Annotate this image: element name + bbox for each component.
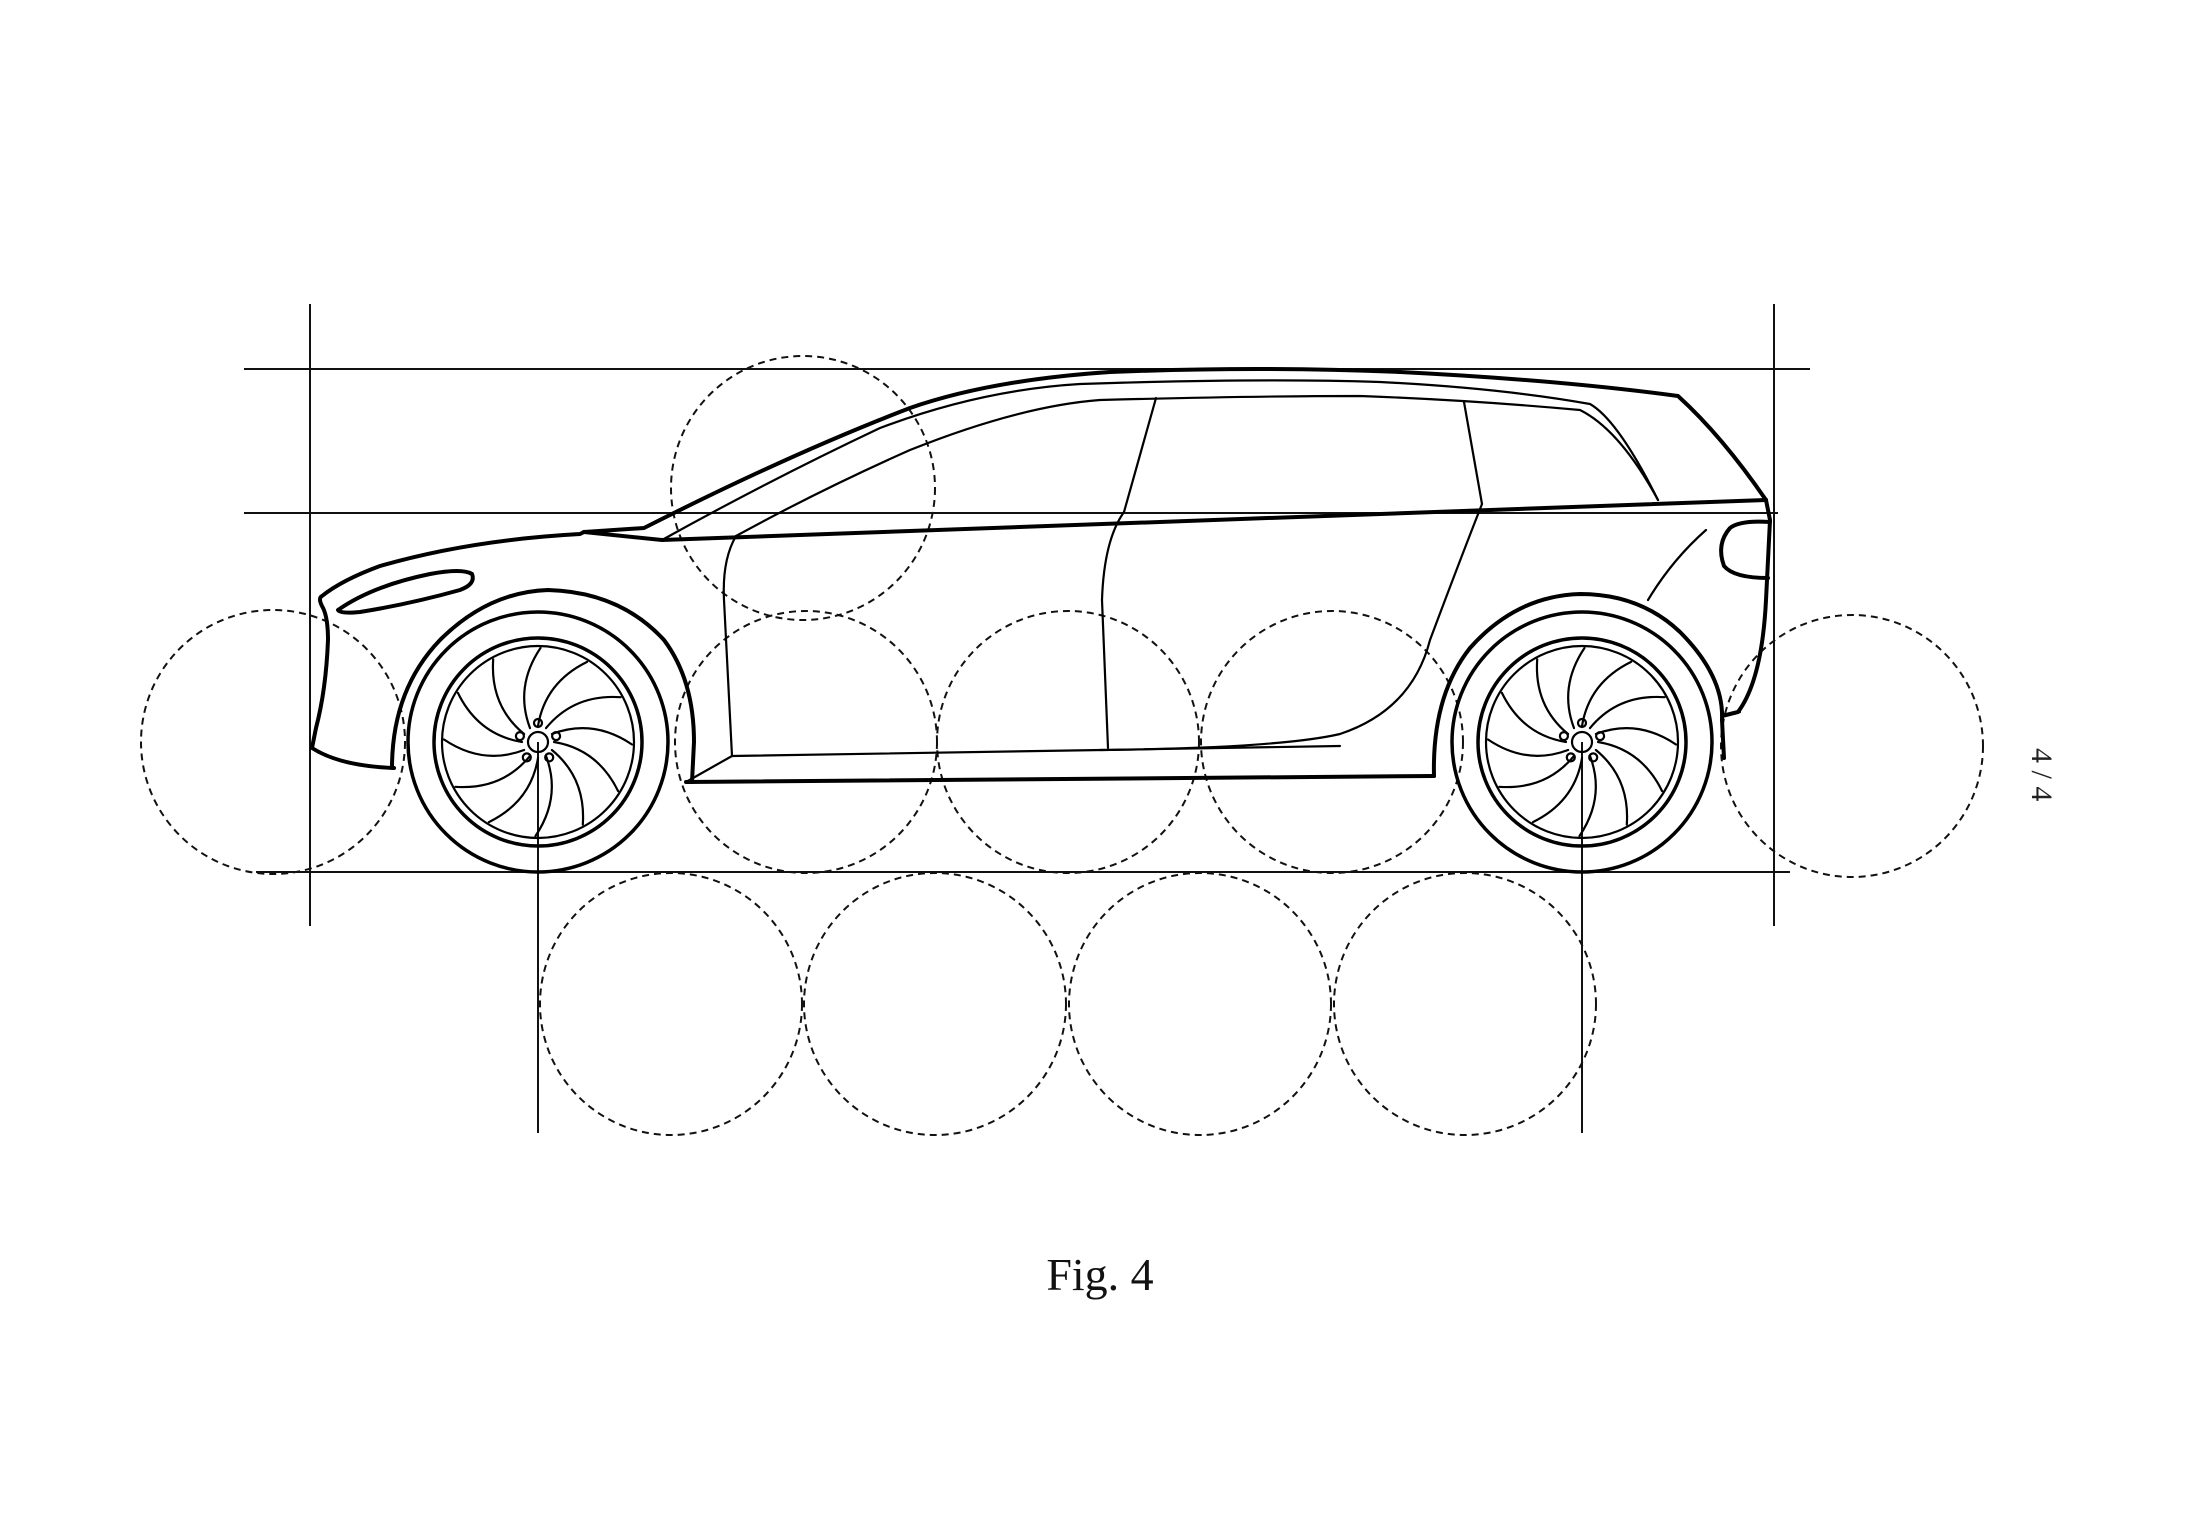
wheel-spoke	[1486, 738, 1570, 757]
wheel-spoke	[442, 738, 526, 757]
wheel-spoke	[1500, 691, 1568, 744]
rear-rim-inner	[1484, 644, 1680, 840]
tail-light	[1719, 519, 1772, 580]
rear-spokes	[1486, 646, 1678, 838]
proportion-circle	[1333, 872, 1597, 1136]
wheel-spoke	[523, 646, 542, 730]
page-number: 4 / 4	[2025, 748, 2058, 802]
proportion-circles	[140, 355, 1984, 1136]
rear-hatch-line	[1646, 528, 1708, 602]
front-wheel-arch	[390, 588, 696, 784]
wheel-spoke	[1596, 740, 1664, 793]
proportion-circle	[539, 872, 803, 1136]
rear-rim-outer	[1476, 636, 1688, 848]
wheel-spoke	[454, 754, 532, 789]
lug-nut	[1594, 730, 1606, 742]
headlight	[336, 569, 475, 615]
proportion-circle	[140, 609, 406, 875]
wheel-spoke	[1588, 695, 1666, 730]
window-frame-inner	[734, 394, 1660, 538]
proportion-circle	[1200, 610, 1464, 874]
wheel-spoke	[1580, 660, 1633, 728]
vehicle-side-view	[310, 367, 1772, 784]
wheel-spoke	[550, 748, 585, 826]
wheel-spoke	[550, 727, 634, 746]
wheel-spoke	[1594, 727, 1678, 746]
wheel-spoke	[1535, 658, 1570, 736]
c-pillar	[1462, 400, 1484, 506]
front-hub	[526, 730, 550, 754]
wheel-spoke	[491, 658, 526, 736]
rear-door-line	[1100, 510, 1126, 750]
lug-nut	[514, 730, 526, 742]
wheel-spoke	[552, 740, 620, 793]
lug-nut	[1558, 730, 1570, 742]
wheel-spoke	[1594, 748, 1629, 826]
front-wheel	[406, 610, 670, 874]
wheel-spoke	[1567, 646, 1586, 730]
lug-nut	[521, 752, 532, 763]
wheel-spoke	[544, 695, 622, 730]
front-spokes	[442, 646, 634, 838]
rear-hub	[1570, 730, 1594, 754]
body-outline	[310, 498, 1772, 784]
front-rim-inner	[440, 644, 636, 840]
proportion-circle	[1068, 872, 1332, 1136]
rear-bumper-line	[1720, 710, 1742, 718]
lug-nut	[1576, 717, 1588, 729]
window-frame-outer	[660, 379, 1660, 542]
proportion-circle	[670, 355, 936, 621]
lug-nut	[1588, 752, 1599, 763]
guide-lines	[244, 304, 1810, 1133]
rear-wheel-arch	[1431, 592, 1726, 778]
proportion-circle	[674, 610, 938, 874]
front-tyre	[406, 610, 670, 874]
front-door-line	[722, 534, 738, 758]
figure-caption: Fig. 4	[1046, 1249, 1154, 1300]
roof-line	[582, 367, 1768, 534]
wheel-spoke	[536, 660, 589, 728]
proportion-circle	[803, 872, 1067, 1136]
rear-door-curve	[1098, 502, 1484, 752]
wheel-spoke	[1578, 754, 1597, 838]
front-rim-outer	[432, 636, 644, 848]
wheel-spoke	[1498, 754, 1576, 789]
proportion-circle	[1720, 614, 1984, 878]
lug-nut	[1565, 752, 1576, 763]
lug-nut	[544, 752, 555, 763]
rear-wheel	[1450, 610, 1714, 874]
wheel-spoke	[1531, 756, 1584, 824]
rocker-line	[684, 744, 1342, 784]
wheel-spoke	[534, 754, 553, 838]
wheel-spoke	[456, 691, 524, 744]
wheel-spoke	[487, 756, 540, 824]
hood-line	[582, 498, 1768, 542]
proportion-circle	[936, 610, 1200, 874]
rear-tyre	[1450, 610, 1714, 874]
lug-nut	[532, 717, 544, 729]
lug-nut	[550, 730, 562, 742]
b-pillar	[1122, 396, 1158, 514]
